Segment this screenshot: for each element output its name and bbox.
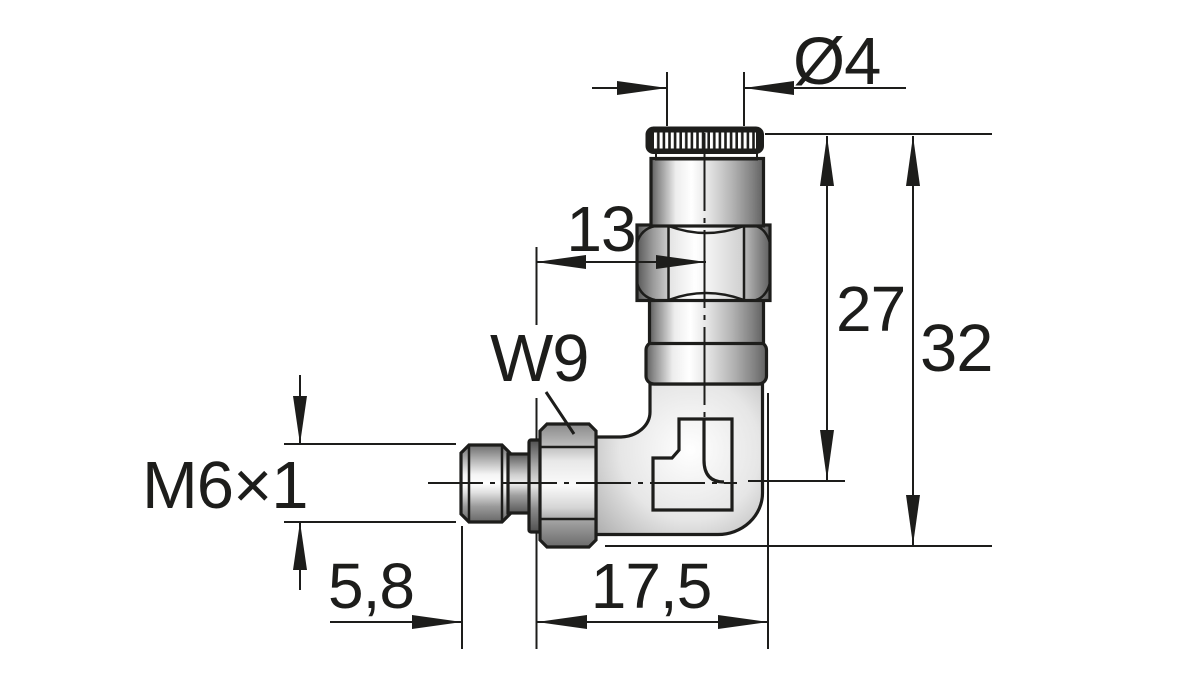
centerlines <box>428 133 737 484</box>
label-tube-diameter: Ø4 <box>793 24 880 99</box>
wrench-hex-nut <box>538 422 598 549</box>
elbow-body <box>594 382 765 537</box>
lower-cylinder <box>647 298 766 346</box>
collar <box>506 438 543 534</box>
flange-ring <box>644 340 769 386</box>
label-depth-to-axis: 17,5 <box>591 550 712 622</box>
tube-cylinder <box>649 150 766 228</box>
push-in-elbow-fitting <box>428 126 772 549</box>
height-extension-lines <box>605 133 992 547</box>
dim-hex-offset: 13 <box>535 193 706 325</box>
dim-thread: M6×1 <box>142 375 456 590</box>
dim-height-to-axis: 27 <box>820 136 906 480</box>
label-hex-offset: 13 <box>566 193 635 265</box>
label-wrench-size: W9 <box>490 321 589 396</box>
dim-thread-length: 5,8 <box>328 526 463 649</box>
dimensions: Ø4 13 W9 M6×1 <box>142 24 994 649</box>
label-thread-length: 5,8 <box>328 550 414 622</box>
dim-tube-diameter: Ø4 <box>592 24 906 126</box>
dim-overall-height: 32 <box>906 136 994 545</box>
label-overall-height: 32 <box>920 311 993 386</box>
label-thread: M6×1 <box>142 448 307 523</box>
dim-wrench-size: W9 <box>490 321 590 435</box>
dim-depth-to-axis: 17,5 <box>537 393 769 649</box>
label-height-to-axis: 27 <box>836 273 905 345</box>
